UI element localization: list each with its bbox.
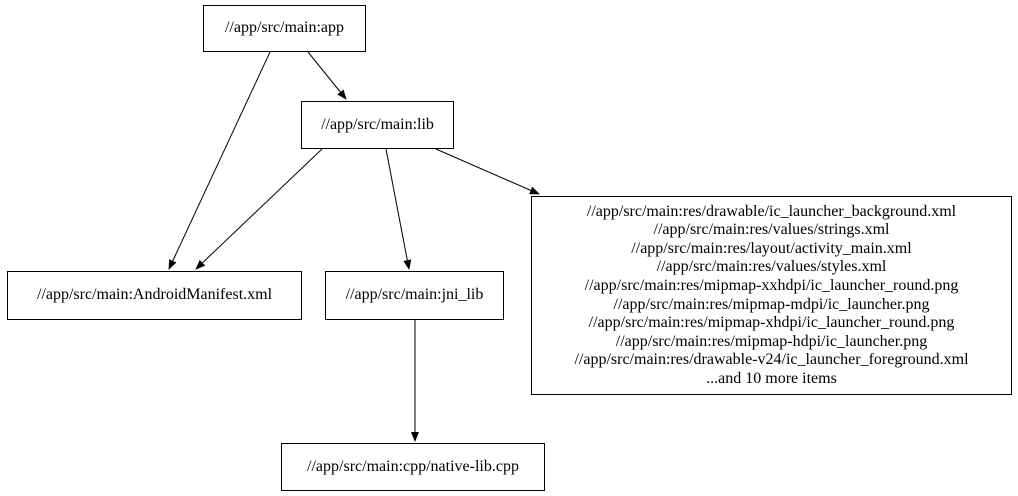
node-res-line: //app/src/main:res/values/strings.xml [653, 221, 890, 239]
node-res-line: //app/src/main:res/mipmap-xhdpi/ic_launc… [588, 314, 955, 332]
node-res-more-items: ...and 10 more items [706, 369, 837, 387]
node-app: //app/src/main:app [203, 5, 366, 52]
edge-app-lib [307, 51, 347, 100]
node-res-line: //app/src/main:res/drawable/ic_launcher_… [586, 202, 957, 220]
node-jni-lib: //app/src/main:jni_lib [325, 271, 504, 320]
node-lib: //app/src/main:lib [301, 101, 454, 149]
node-res-line: //app/src/main:res/mipmap-hdpi/ic_launch… [615, 332, 928, 350]
node-res-line: //app/src/main:res/values/styles.xml [656, 258, 887, 276]
node-res-line: //app/src/main:res/mipmap-mdpi/ic_launch… [613, 295, 930, 313]
edge-lib-manifest [195, 148, 323, 270]
node-native-lib-cpp-label: //app/src/main:cpp/native-lib.cpp [307, 457, 519, 475]
node-native-lib-cpp: //app/src/main:cpp/native-lib.cpp [281, 443, 545, 491]
node-lib-label: //app/src/main:lib [321, 115, 434, 133]
node-android-manifest-label: //app/src/main:AndroidManifest.xml [36, 286, 273, 304]
edge-lib-res [435, 148, 540, 195]
node-res-line: //app/src/main:res/drawable-v24/ic_launc… [574, 351, 969, 369]
node-jni-lib-label: //app/src/main:jni_lib [345, 286, 484, 304]
node-res-line: //app/src/main:res/mipmap-xxhdpi/ic_laun… [584, 276, 959, 294]
edge-lib-jni-lib [385, 148, 412, 270]
node-res-line: //app/src/main:res/layout/activity_main.… [631, 239, 912, 257]
node-android-manifest: //app/src/main:AndroidManifest.xml [7, 271, 302, 320]
node-app-label: //app/src/main:app [224, 19, 345, 37]
edge-app-manifest [168, 51, 271, 270]
node-res-files: //app/src/main:res/drawable/ic_launcher_… [531, 196, 1012, 395]
